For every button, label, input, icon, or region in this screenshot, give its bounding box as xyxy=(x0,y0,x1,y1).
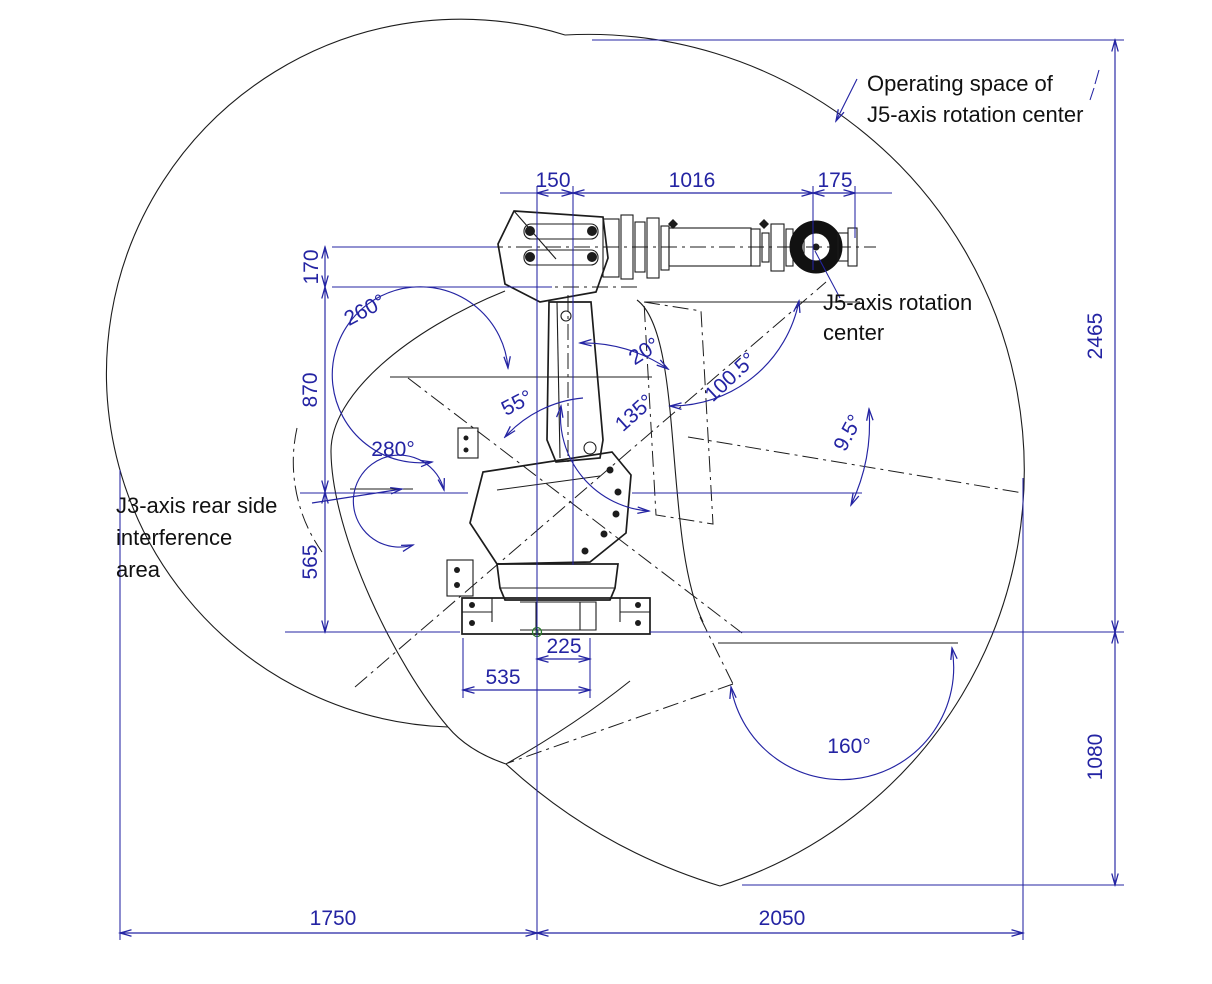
operating-space-label-line2: J5-axis rotation center xyxy=(867,102,1083,127)
annotations: Operating space of J5-axis rotation cent… xyxy=(116,71,1083,582)
operating-space-label-line1: Operating space of xyxy=(867,71,1054,96)
dimension-labels: 150 1016 175 170 870 565 2465 1080 225 5… xyxy=(299,169,1107,930)
dim-1016: 1016 xyxy=(669,169,716,192)
angle-100-5: 100.5° xyxy=(700,348,760,406)
angle-labels: 260° 280° 55° 20° 135° 100.5° 9.5° 160° xyxy=(340,290,870,758)
j3-interference-label-line2: interference xyxy=(116,525,232,550)
dim-175: 175 xyxy=(817,169,852,192)
angle-9-5: 9.5° xyxy=(829,411,867,455)
dim-870: 870 xyxy=(299,372,322,407)
leader-lines xyxy=(311,78,858,504)
dim-2050: 2050 xyxy=(759,907,806,930)
dim-1750: 1750 xyxy=(310,907,357,930)
angle-280: 280° xyxy=(371,438,414,461)
dim-1080: 1080 xyxy=(1084,734,1107,781)
j3-interference-label-line3: area xyxy=(116,557,161,582)
angle-160: 160° xyxy=(827,735,870,758)
dim-150: 150 xyxy=(535,169,570,192)
operating-space-envelope xyxy=(105,18,1025,887)
dimension-lines xyxy=(120,40,1124,940)
dim-225: 225 xyxy=(546,635,581,658)
j5-rotation-center-label-line1: J5-axis rotation xyxy=(823,290,972,315)
dim-2465: 2465 xyxy=(1084,313,1107,360)
angle-arcs xyxy=(331,286,953,781)
j5-rotation-center-label-line2: center xyxy=(823,320,884,345)
j3-interference-label-line1: J3-axis rear side xyxy=(116,493,277,518)
dim-170: 170 xyxy=(300,249,323,284)
robot-silhouette xyxy=(446,210,858,638)
j5-wrist-ring xyxy=(789,220,843,274)
dim-565: 565 xyxy=(299,544,322,579)
dim-535: 535 xyxy=(485,666,520,689)
